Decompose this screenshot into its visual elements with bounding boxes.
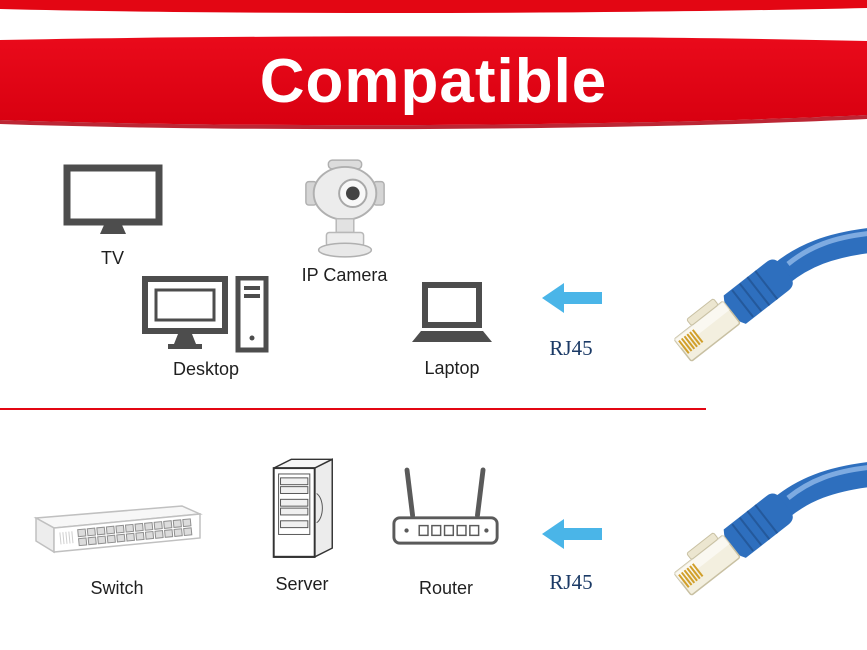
- patch-cable-icon: [674, 228, 867, 362]
- rj45-connector-icon: [674, 259, 793, 362]
- rj45-label: RJ45: [549, 336, 593, 360]
- banner-top-stripe: [0, 0, 867, 14]
- device-label: Desktop: [172, 359, 240, 379]
- laptop-icon: [412, 282, 492, 342]
- cable-wire-highlight: [786, 231, 867, 266]
- device-label: IP Camera: [301, 265, 388, 285]
- device-server: Server: [260, 455, 344, 595]
- device-desktop: Desktop: [140, 276, 272, 380]
- rj45-connector-icon: [674, 493, 793, 596]
- device-label: Switch: [90, 578, 144, 598]
- cable-wire-highlight: [786, 465, 867, 500]
- desktop-icon: [142, 276, 269, 353]
- device-label: Laptop: [424, 358, 480, 378]
- cable-wire: [768, 228, 867, 287]
- device-label: Server: [275, 574, 329, 594]
- banner-main-band: [0, 36, 867, 126]
- ip-camera-icon: [304, 159, 385, 258]
- server-icon: [272, 458, 333, 559]
- switch-icon: [32, 505, 203, 554]
- rj45-label: RJ45: [549, 570, 593, 594]
- device-label: TV: [100, 248, 124, 268]
- banner-bottom-edge: [0, 115, 867, 130]
- device-router: Router: [388, 460, 504, 599]
- arrow-left-icon: [542, 282, 602, 319]
- banner-title: Compatible: [259, 47, 608, 116]
- device-laptop: Laptop: [410, 282, 494, 379]
- divider-line: [0, 408, 706, 410]
- arrow-left-icon: [542, 518, 602, 555]
- banner-ribbon: [0, 0, 867, 130]
- device-ip-camera: IP Camera: [292, 156, 397, 286]
- patch-cable-icon: [674, 462, 867, 596]
- device-label: Router: [418, 578, 474, 598]
- cable-wire: [768, 462, 867, 521]
- device-tv: TV: [55, 164, 170, 269]
- device-switch: Switch: [28, 494, 206, 599]
- tv-icon: [63, 164, 162, 234]
- router-icon: [392, 467, 499, 545]
